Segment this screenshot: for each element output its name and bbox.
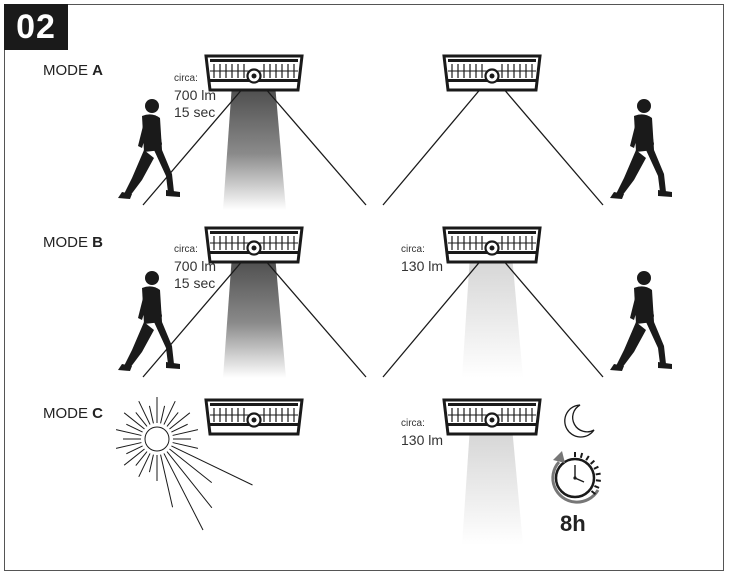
- mode-c-lamp-dim-icon: [442, 398, 542, 436]
- diagram-frame: [4, 4, 724, 571]
- timer-hours-label: 8h: [560, 511, 586, 536]
- mode-c-dim-beam: [462, 427, 523, 545]
- mode-a-lamp-on-icon: [204, 54, 304, 92]
- mode-a-lamp-off-icon: [442, 54, 542, 92]
- mode-a-left-sensor-lines: [142, 79, 367, 206]
- mode-b-right-sensor-lines: [382, 251, 604, 378]
- mode-a-bright-beam: [223, 84, 286, 210]
- mode-b-lamp-on-icon: [204, 226, 304, 264]
- step-number-badge: 02: [4, 4, 68, 50]
- mode-a-scene: [118, 54, 672, 210]
- mode-c-scene: [115, 397, 601, 545]
- mode-b-bright-beam: [223, 255, 286, 378]
- mode-b-bright-spec: circa: 700 lm 15 sec: [174, 244, 217, 291]
- mode-a-walking-person-far-icon: [610, 99, 672, 199]
- moon-icon: [564, 404, 595, 438]
- mode-b-walking-person-icon: [118, 271, 180, 371]
- sun-icon: [115, 397, 253, 531]
- mode-c-lamp-off-icon: [204, 398, 304, 436]
- mode-a-right-sensor-lines: [382, 79, 604, 206]
- mode-a-bright-spec: circa: 700 lm 15 sec: [174, 73, 217, 120]
- mode-b-scene: [118, 226, 672, 378]
- mode-b-lamp-dim-icon: [442, 226, 542, 264]
- mode-c-dim-spec: circa: 130 lm: [401, 418, 444, 448]
- mode-a-label: MODE A: [43, 62, 104, 79]
- clock-timer-icon: [551, 451, 601, 504]
- mode-b-dim-spec: circa: 130 lm: [401, 244, 444, 274]
- mode-b-walking-person-far-icon: [610, 271, 672, 371]
- mode-c-label: MODE C: [43, 405, 104, 422]
- mode-b-left-sensor-lines: [142, 251, 367, 378]
- mode-b-label: MODE B: [43, 234, 104, 251]
- mode-b-dim-beam: [462, 255, 523, 378]
- mode-a-walking-person-icon: [118, 99, 180, 199]
